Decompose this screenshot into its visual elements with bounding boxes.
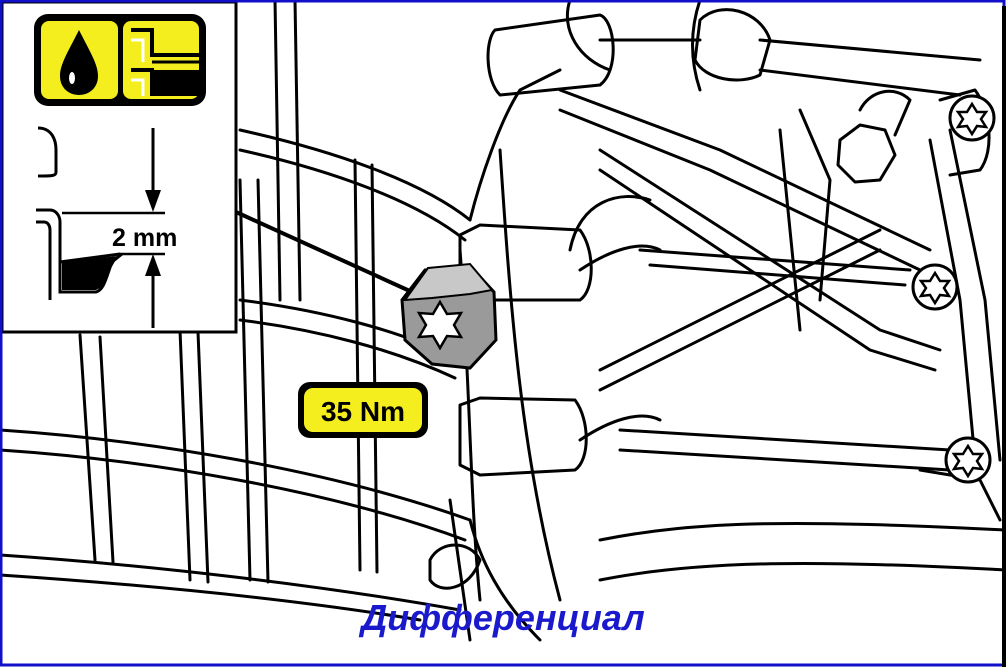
filler-plug-icon xyxy=(131,28,199,96)
oil-drop-icon xyxy=(60,30,98,95)
torx-screw-middle-right xyxy=(911,263,959,311)
torx-screw-bottom-right xyxy=(944,436,992,484)
housing-line-art xyxy=(0,0,1006,642)
torque-badge: 35 Nm xyxy=(298,382,428,438)
oil-level-inset: 2 mm xyxy=(0,0,238,334)
dimension-arrows xyxy=(62,128,165,328)
gap-label: 2 mm xyxy=(112,224,177,252)
torx-screw-top-right xyxy=(948,94,996,142)
torque-label: 35 Nm xyxy=(321,396,405,427)
pointer-line xyxy=(235,210,413,294)
oil-fill-area xyxy=(62,256,118,290)
diagram-caption: Дифференциал xyxy=(361,597,645,638)
frame-shadow xyxy=(1002,6,1006,667)
filler-plug-bolt xyxy=(400,262,498,370)
